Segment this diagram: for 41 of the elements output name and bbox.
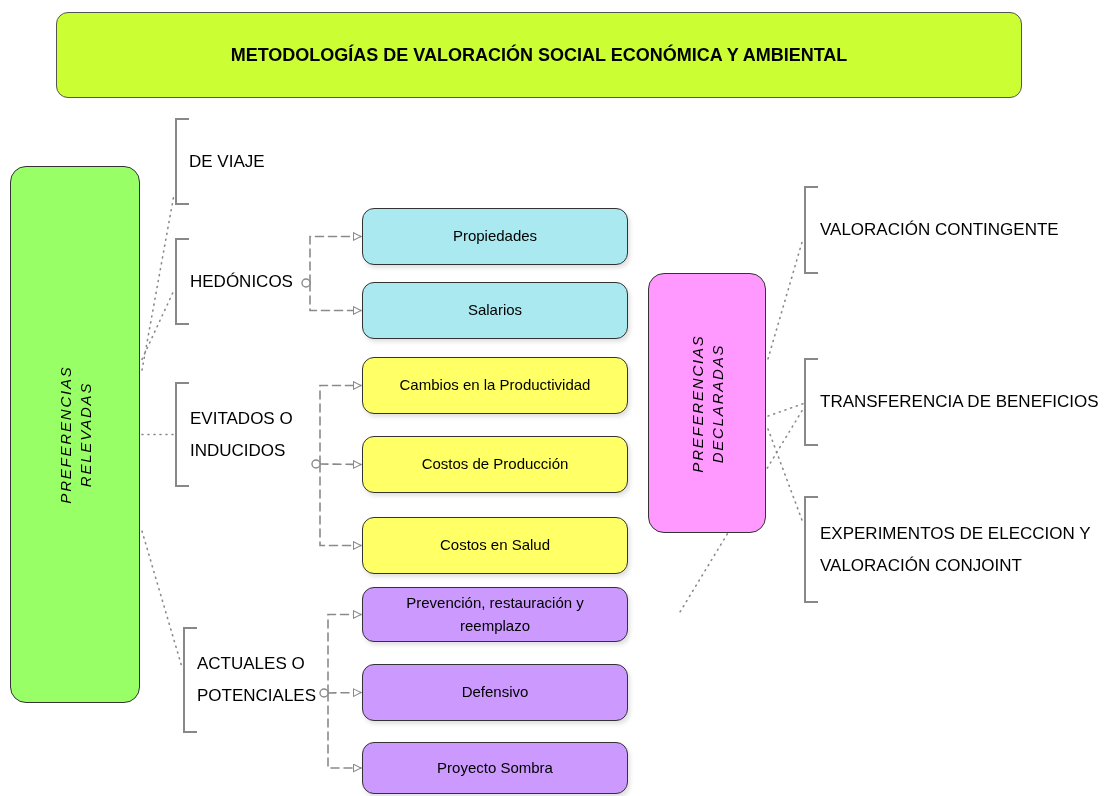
technique-box [362,664,628,721]
category-label: PREFERENCIAS RELEVADAS [55,364,94,506]
title-text: METODOLOGÍAS DE VALORACIÓN SOCIAL ECONÓMICA Y AMBIENTAL [230,43,848,67]
dashed-arrow [319,463,362,550]
technique-box [362,357,628,414]
dotted-connector [767,402,804,417]
technique-label: Costos de Producción [421,454,569,475]
dashed-arrow [309,282,362,315]
dashed-arrow [327,610,362,694]
dashed-arrow [327,692,362,773]
technique-label: Cambios en la Productividad [399,375,591,396]
category-box [648,273,766,533]
dashed-arrow [319,460,362,469]
technique-label: Salarios [467,300,523,321]
dashed-arrow [309,232,362,284]
method-label: HEDÓNICOS [189,270,294,293]
technique-box [362,517,628,574]
technique-box [362,208,628,265]
method-label: EVITADOS O INDUCIDOS [189,407,294,462]
dashed-arrow [319,381,362,465]
technique-box [362,742,628,794]
technique-box [362,587,628,642]
method-label: ACTUALES O POTENCIALES [196,653,318,707]
category-box [10,166,140,703]
category-label: PREFERENCIAS DECLARADAS [687,332,726,475]
technique-box [362,282,628,339]
technique-label: Defensivo [461,682,529,703]
method-label: DE VIAJE [188,150,266,173]
dotted-connector [141,433,175,436]
dotted-connector [767,428,804,524]
title-banner [56,12,1022,98]
technique-label: Costos en Salud [439,535,551,556]
dotted-connector [141,289,175,361]
method-label: TRANSFERENCIA DE BENEFICIOS [819,391,1100,413]
technique-label: Propiedades [452,226,538,247]
method-label: VALORACIÓN CONTINGENTE [819,219,1060,241]
technique-box [362,436,628,493]
technique-label: Proyecto Sombra [437,757,553,778]
dashed-arrow [327,688,362,697]
method-label: EXPERIMENTOS DE ELECCION Y VALORACIÓN CONJOINT [819,522,1092,577]
technique-label: Prevención, restauración y reemplazo [405,593,585,636]
